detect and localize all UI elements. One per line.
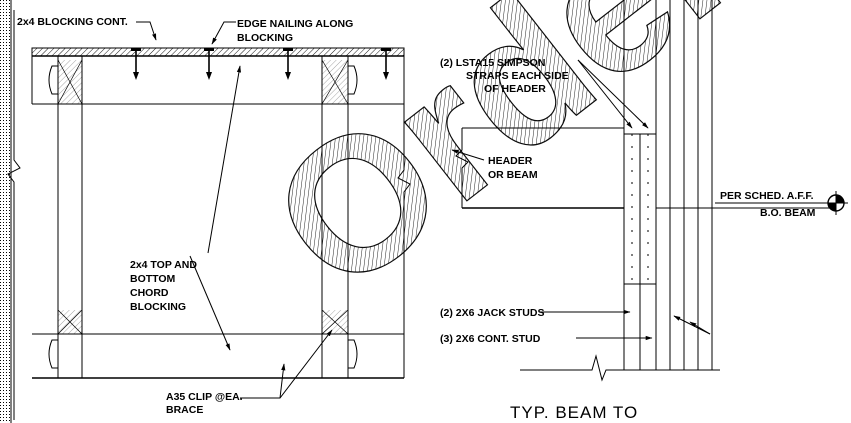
label-top-bottom-1: 2x4 TOP AND bbox=[130, 259, 197, 271]
label-bo-beam: B.O. BEAM bbox=[760, 207, 816, 219]
elevation-target-icon bbox=[824, 191, 848, 215]
label-top-bottom-2: BOTTOM bbox=[130, 273, 176, 285]
label-top-bottom-3: CHORD bbox=[130, 287, 169, 299]
label-cont-stud: (3) 2X6 CONT. STUD bbox=[440, 333, 541, 345]
label-clip-2: BRACE bbox=[166, 404, 203, 416]
detail-title: TYP. BEAM TO bbox=[510, 403, 638, 422]
label-clip-1: A35 CLIP @EA. bbox=[166, 391, 243, 403]
label-lsta-2: STRAPS EACH SIDE bbox=[466, 70, 569, 82]
beam-to-stud-detail bbox=[451, 0, 836, 382]
label-header-2: OR BEAM bbox=[488, 169, 538, 181]
left-border-hatch bbox=[0, 0, 12, 423]
label-lsta-1: (2) LSTA15 SIMPSON bbox=[440, 57, 545, 69]
label-blocking-cont: 2x4 BLOCKING CONT. bbox=[17, 16, 128, 28]
label-per-sched: PER SCHED. A.F.F. bbox=[720, 190, 814, 202]
truss-blocking-detail bbox=[7, 10, 411, 420]
label-jack-studs: (2) 2X6 JACK STUDS bbox=[440, 307, 544, 319]
nails bbox=[131, 48, 391, 80]
label-top-bottom-4: BLOCKING bbox=[130, 301, 186, 313]
label-edge-nailing-1: EDGE NAILING ALONG bbox=[237, 18, 353, 30]
label-edge-nailing-2: BLOCKING bbox=[237, 32, 293, 44]
label-header-1: HEADER bbox=[488, 155, 533, 167]
label-lsta-3: OF HEADER bbox=[484, 83, 546, 95]
